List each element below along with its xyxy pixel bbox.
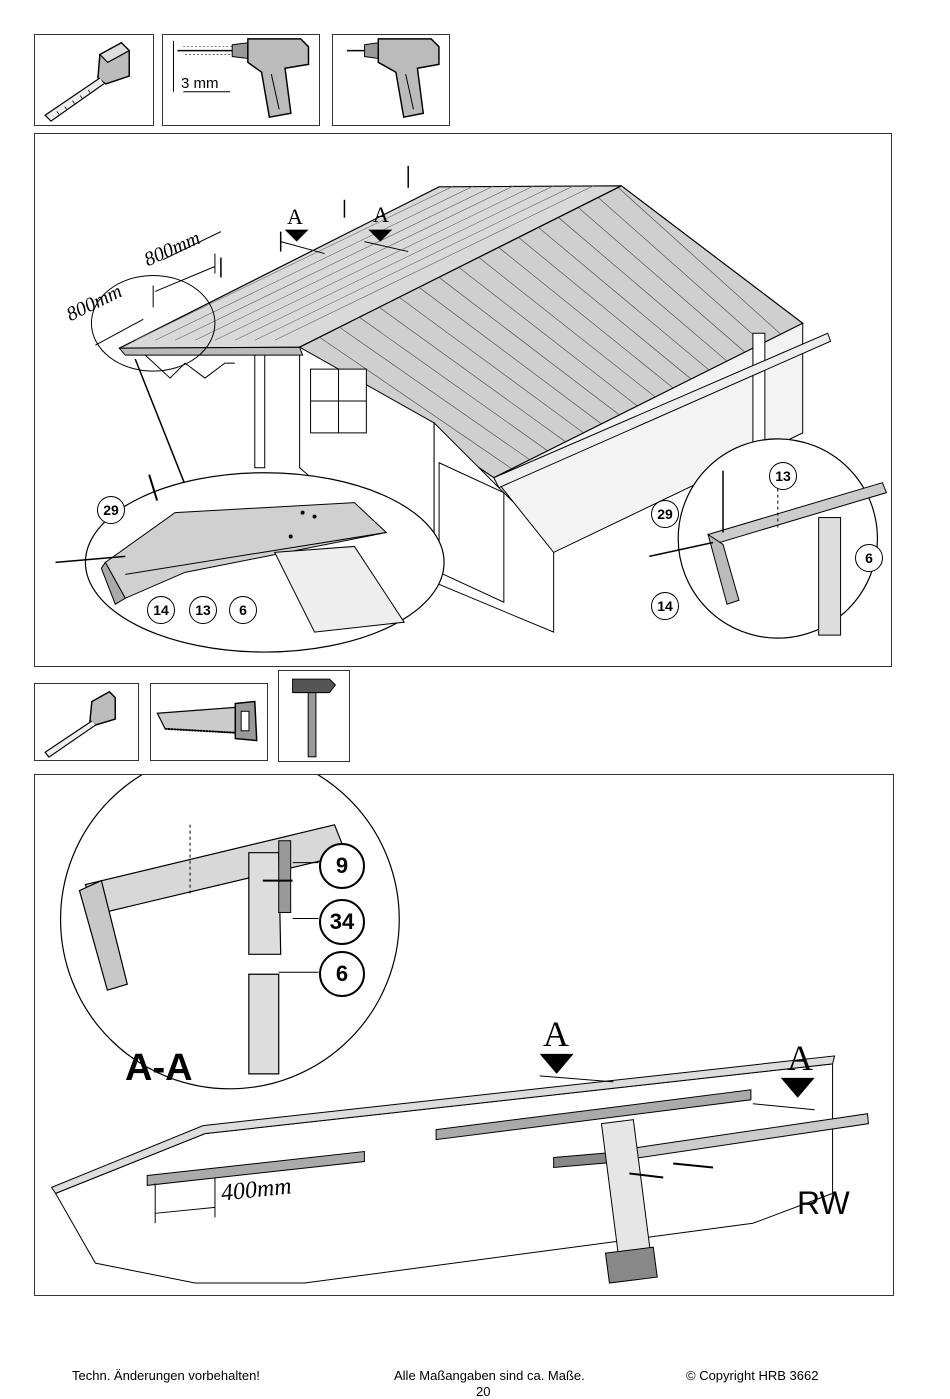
hand-saw-icon <box>156 700 258 742</box>
measuring-tape-icon <box>44 41 131 122</box>
footer-copyright: © Copyright HRB 3662 <box>686 1368 819 1383</box>
tool-measuring-tape-panel <box>34 34 154 126</box>
drill-icon <box>173 38 310 119</box>
callout-29-circle: 29 <box>651 500 679 528</box>
tool-screwdriver-drill-panel <box>332 34 450 126</box>
tool-measuring-tape-panel-2 <box>34 683 139 761</box>
callout-6-circle: 6 <box>855 544 883 572</box>
callout-13-detail: 13 <box>189 596 217 624</box>
footer-measurements-note: Alle Maßangaben sind ca. Maße. <box>394 1368 585 1383</box>
rw-label: RW <box>797 1185 850 1221</box>
tool-saw-panel <box>150 683 268 761</box>
section-detail-panel: A-A 9 34 6 A A 400mm RW <box>34 774 894 1296</box>
drill-hole-label: 3 mm <box>181 75 219 92</box>
callout-14-detail: 14 <box>147 596 175 624</box>
callout-29-detail: 29 <box>97 496 125 524</box>
callout-13-circle: 13 <box>769 462 797 490</box>
cordless-screwdriver-icon <box>346 38 440 119</box>
measuring-tape-icon <box>44 690 116 758</box>
roof-overview-drawing <box>55 165 888 653</box>
callout-14-circle: 14 <box>651 592 679 620</box>
section-marker-a-right: A <box>787 1038 813 1078</box>
section-marker-a-left: A <box>543 1014 569 1054</box>
tool-hammer-panel <box>278 670 350 762</box>
section-title-a-a: A-A <box>125 1047 193 1089</box>
callout-6-detail: 6 <box>229 596 257 624</box>
callout-9: 9 <box>319 843 365 889</box>
section-detail-drawing <box>50 775 869 1284</box>
footer-disclaimer: Techn. Änderungen vorbehalten! <box>72 1368 260 1383</box>
roof-overview-panel: 800mm 800mm A A 29 14 13 6 13 29 6 14 <box>34 133 892 667</box>
tool-drill-3mm-panel: 3 mm <box>162 34 320 126</box>
callout-34: 34 <box>319 899 365 945</box>
page-number: 20 <box>476 1384 491 1399</box>
hammer-icon <box>292 678 337 758</box>
section-marker-a-left: A <box>287 204 303 229</box>
section-marker-a-right: A <box>373 202 389 227</box>
callout-6: 6 <box>319 951 365 997</box>
